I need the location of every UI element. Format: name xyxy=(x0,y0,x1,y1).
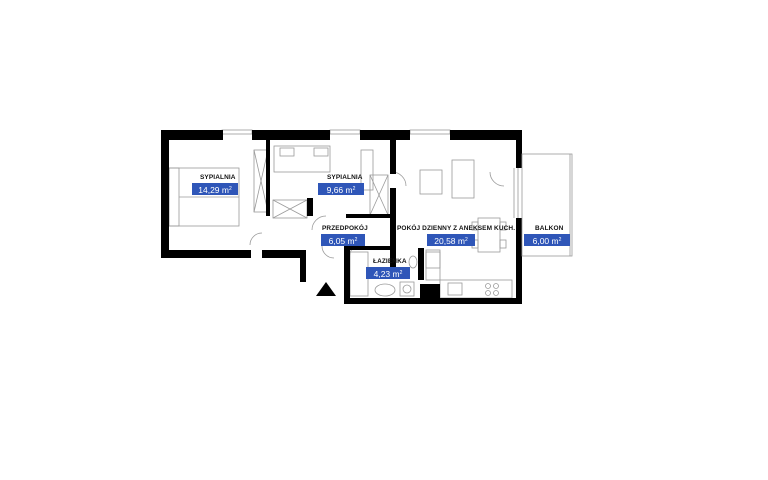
area-unit-superscript: 2 xyxy=(228,186,232,192)
area-badge-living: 20,58 m2 xyxy=(427,234,475,246)
room-name-bathroom: ŁAZIENKA xyxy=(373,258,407,265)
area-value: 14,29 m xyxy=(198,185,229,195)
furniture xyxy=(168,129,513,299)
room-name-living: POKÓJ DZIENNY Z ANEKSEM KUCH. xyxy=(397,225,516,232)
area-value: 9,66 m xyxy=(326,185,353,195)
desk-icon xyxy=(360,149,374,191)
washbasin-icon xyxy=(374,283,396,297)
area-unit-superscript: 2 xyxy=(464,237,468,243)
washing-machine-icon xyxy=(399,281,415,297)
dining-table-icon xyxy=(477,217,501,253)
area-value: 6,00 m xyxy=(532,236,559,246)
room-name-balcony: BALKON xyxy=(535,225,564,232)
area-value: 20,58 m xyxy=(434,236,465,246)
fridge-icon xyxy=(425,249,441,281)
area-unit-superscript: 2 xyxy=(399,270,403,276)
area-unit-superscript: 2 xyxy=(558,237,562,243)
balcony-outline xyxy=(513,153,573,257)
entrance-triangle-icon xyxy=(316,282,336,296)
area-unit-superscript: 2 xyxy=(352,186,356,192)
room-name-hall: PRZEDPOKÓJ xyxy=(322,225,368,232)
bed-icon xyxy=(273,145,331,173)
area-badge-bedroom1: 14,29 m2 xyxy=(192,183,238,195)
table-icon xyxy=(419,169,443,195)
area-badge-bedroom2: 9,66 m2 xyxy=(318,183,364,195)
area-badge-hall: 6,05 m2 xyxy=(321,234,365,246)
sofa-icon xyxy=(451,159,475,199)
room-name-bedroom1: SYPIALNIA xyxy=(200,174,236,181)
area-unit-superscript: 2 xyxy=(354,237,358,243)
room-name-bedroom2: SYPIALNIA xyxy=(327,174,363,181)
area-value: 4,23 m xyxy=(373,269,400,279)
walls xyxy=(161,130,522,304)
toilet-icon xyxy=(408,255,418,269)
area-badge-bathroom: 4,23 m2 xyxy=(366,267,410,279)
area-value: 6,05 m xyxy=(328,236,355,246)
area-badge-balcony: 6,00 m2 xyxy=(524,234,570,246)
